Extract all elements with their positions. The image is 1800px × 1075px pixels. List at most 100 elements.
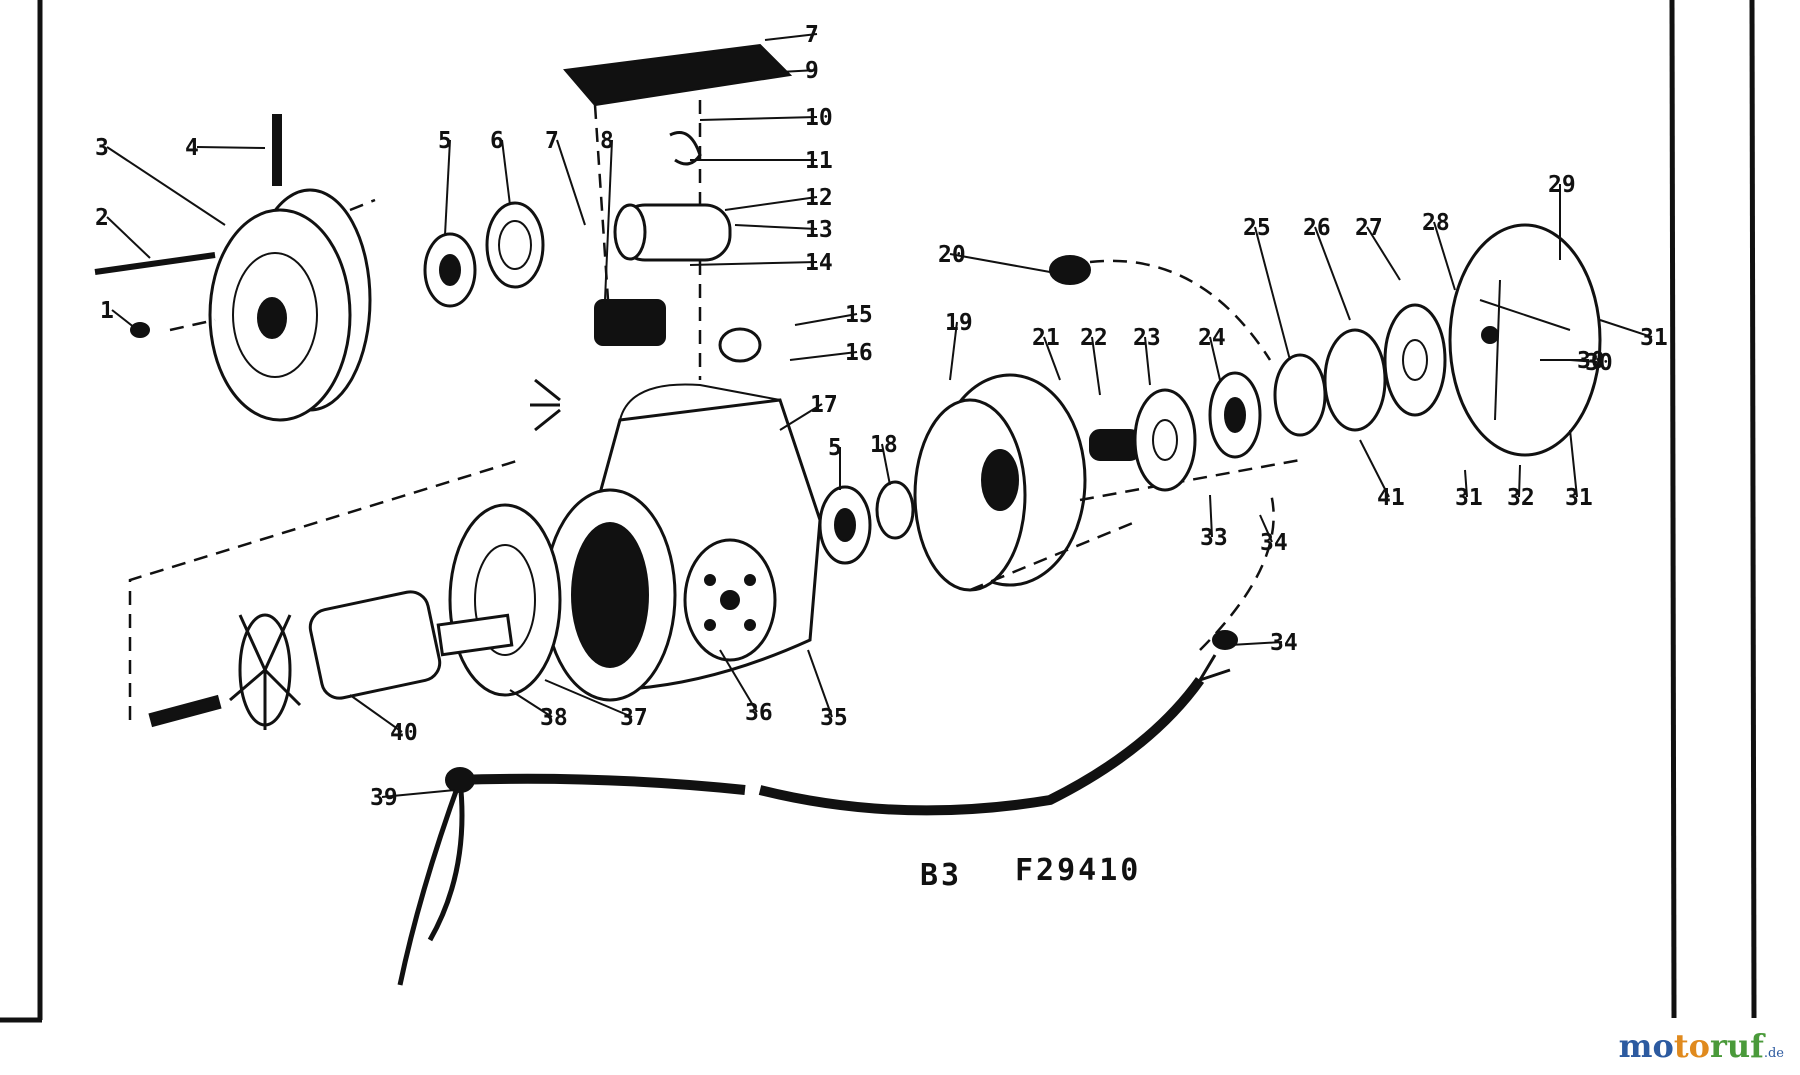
- callout-leader: [1518, 464, 1521, 498]
- callout-label: 16: [845, 340, 873, 366]
- callout-label: 32: [1507, 485, 1535, 511]
- washer-right: [875, 480, 915, 540]
- callout-leader: [689, 261, 818, 266]
- end-cover: [1448, 223, 1602, 457]
- callout-label: 24: [1198, 325, 1226, 351]
- callout-label: 39: [370, 785, 398, 811]
- callout-label: 33: [1200, 525, 1228, 551]
- washer-26-hole: [1402, 339, 1428, 381]
- callout-label: 15: [845, 302, 873, 328]
- nut-top: [1049, 255, 1091, 285]
- callout-leader: [1433, 221, 1456, 291]
- gasket-inner: [474, 544, 536, 656]
- callout-label: 12: [805, 185, 833, 211]
- callout-label: 23: [1133, 325, 1161, 351]
- callout-label: 1: [100, 298, 114, 324]
- switch-block: [594, 299, 666, 346]
- callout-leader: [106, 216, 151, 259]
- callout-leader: [1209, 336, 1221, 381]
- disc: [1133, 388, 1197, 492]
- callout-label: 31: [1640, 325, 1668, 351]
- bolt-head: [130, 322, 150, 338]
- pin: [272, 114, 282, 186]
- watermark-part2: to: [1673, 1027, 1710, 1065]
- callout-label: 2: [95, 205, 109, 231]
- callout-leader: [949, 253, 1051, 273]
- callout-label: 31: [1565, 485, 1593, 511]
- watermark-part3: ruf: [1709, 1027, 1764, 1065]
- callout-label: 34: [1260, 530, 1288, 556]
- callout-leader: [1464, 469, 1468, 498]
- callout-label: 21: [1032, 325, 1060, 351]
- callout-leader: [509, 689, 553, 718]
- watermark-part1: mo: [1618, 1027, 1674, 1065]
- callout-leader: [1209, 494, 1213, 538]
- callout-leader: [1599, 319, 1653, 338]
- callout-label: 40: [390, 720, 418, 746]
- callout-leader: [1366, 226, 1401, 281]
- callout-leader: [1569, 359, 1598, 363]
- callout-leader: [1314, 226, 1351, 321]
- callout-leader: [556, 139, 586, 226]
- callout-leader: [881, 443, 891, 486]
- callout-leader: [949, 321, 958, 381]
- capacitor: [613, 203, 732, 262]
- callout-label: 17: [810, 392, 838, 418]
- callout-label: 25: [1243, 215, 1271, 241]
- frame-borders: [0, 0, 1757, 1023]
- callout-leader: [779, 403, 823, 431]
- callout-label: 11: [805, 148, 833, 174]
- watermark-suffix: .de: [1763, 1046, 1784, 1061]
- rotor-axis-line: [128, 458, 521, 720]
- callout-label: 3: [95, 135, 109, 161]
- tie-bolt: [94, 252, 216, 275]
- callout-leader: [719, 649, 758, 713]
- callout-label: 10: [805, 105, 833, 131]
- callout-leader: [1229, 641, 1283, 646]
- callout-label: 41: [1377, 485, 1405, 511]
- callout-leader: [1043, 336, 1061, 381]
- code-right: F29410: [1015, 853, 1141, 888]
- power-cord: [397, 489, 1275, 986]
- callout-label: 31: [1455, 485, 1483, 511]
- callout-label: 6: [490, 128, 504, 154]
- lead-wires: [530, 378, 561, 432]
- bearing-right-hole: [834, 508, 856, 542]
- motor-housing: [543, 383, 822, 702]
- bearing-left-hole: [439, 254, 461, 286]
- callout-leader: [789, 351, 858, 361]
- callout-label: 13: [805, 217, 833, 243]
- callout-leader: [779, 69, 818, 73]
- callout-label: 36: [745, 700, 773, 726]
- callout-leader: [1254, 226, 1291, 361]
- callout-leader: [444, 139, 451, 236]
- callout-leader: [381, 789, 456, 798]
- callout-label: 14: [805, 250, 833, 276]
- clip: [669, 131, 702, 166]
- callout-leader: [1144, 336, 1151, 386]
- callout-leader: [106, 146, 226, 226]
- callout-label: 5: [438, 128, 452, 154]
- callout-leader: [699, 116, 818, 121]
- callout-leader: [764, 33, 818, 41]
- washer-left-inner: [498, 220, 532, 270]
- callout-label: 4: [185, 135, 199, 161]
- callout-label: 7: [805, 22, 819, 48]
- callout-leader: [1359, 439, 1390, 498]
- callout-leader: [1569, 429, 1578, 498]
- end-shield-right: [913, 373, 1301, 592]
- washer-left: [485, 201, 545, 289]
- callout-label: 35: [820, 705, 848, 731]
- callout-label: 5: [828, 435, 842, 461]
- gasket: [448, 503, 562, 697]
- rotor: [148, 590, 514, 730]
- nut-guide-line: [1089, 259, 1272, 361]
- callout-label: 7: [545, 128, 559, 154]
- terminal: [718, 327, 762, 363]
- callout-label: 26: [1303, 215, 1331, 241]
- callout-label: 27: [1355, 215, 1383, 241]
- callout-leader: [544, 679, 633, 718]
- washer-26: [1383, 303, 1447, 417]
- callout-leader: [196, 146, 266, 149]
